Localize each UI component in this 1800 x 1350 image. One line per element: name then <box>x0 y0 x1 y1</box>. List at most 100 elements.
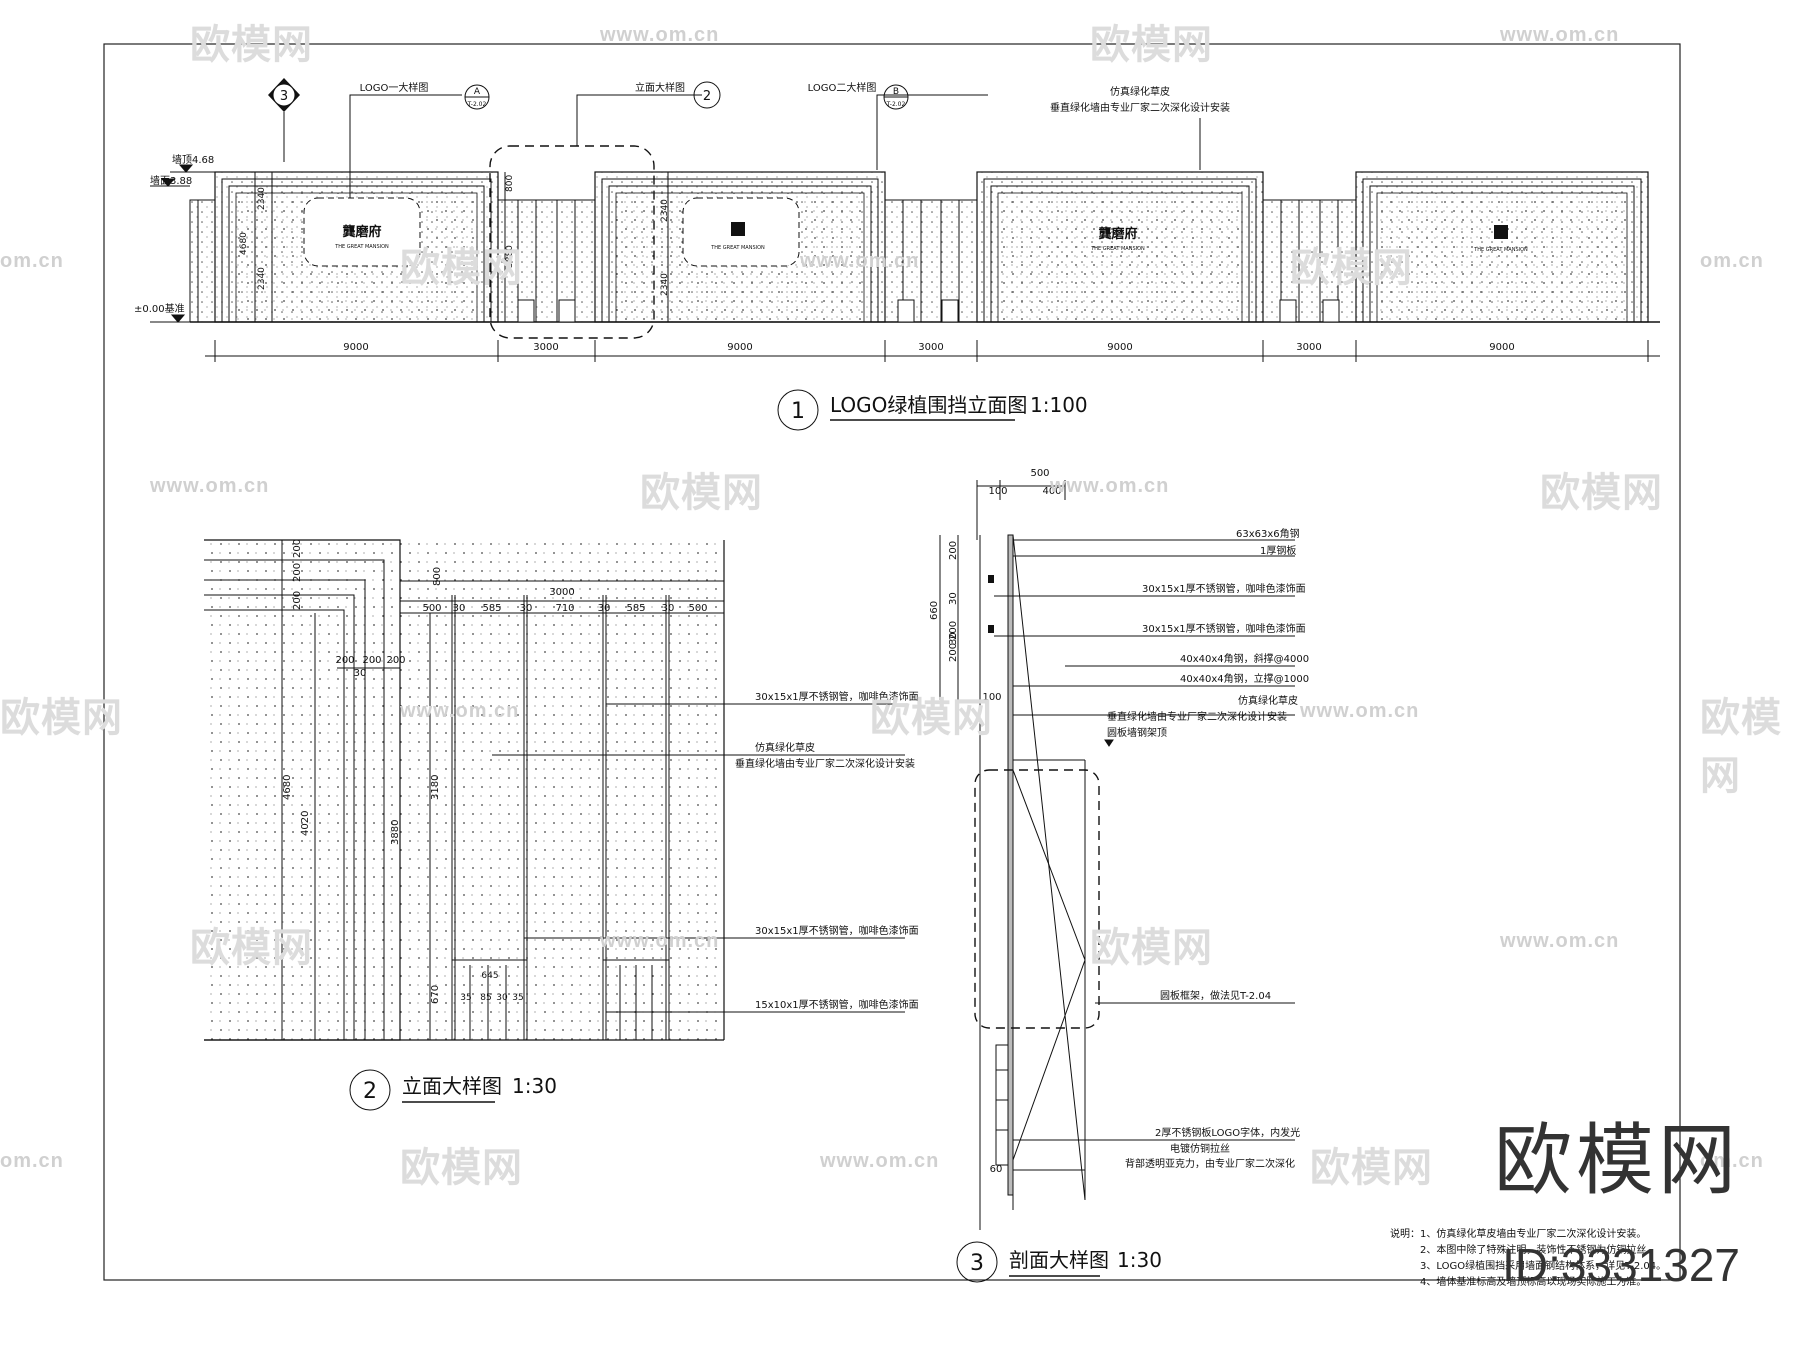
section-note-9: 圆板墙钢架顶 <box>1107 726 1167 739</box>
svg-text:龔磨府: 龔磨府 <box>342 224 381 240</box>
svg-text:585: 585 <box>626 603 645 614</box>
section-note-4: 30x15x1厚不锈钢管，咖啡色漆饰面 <box>1142 622 1306 635</box>
svg-text:100: 100 <box>982 692 1001 703</box>
elev-dim-4680: 4680 <box>239 232 249 255</box>
svg-text:THE GREAT MANSION: THE GREAT MANSION <box>1473 247 1528 253</box>
wall-panel-3: 龔磨府 THE GREAT MANSION <box>976 171 1264 323</box>
drawing-2-title: 立面大样图 <box>402 1074 502 1098</box>
svg-text:2、本图中除了特殊注明，装饰性不锈钢为仿铜拉丝。: 2、本图中除了特殊注明，装饰性不锈钢为仿铜拉丝。 <box>1420 1243 1656 1256</box>
wall-gap-2 <box>884 199 978 323</box>
svg-text:30: 30 <box>520 603 533 614</box>
svg-text:200: 200 <box>948 643 959 662</box>
svg-text:585: 585 <box>482 603 501 614</box>
svg-text:200: 200 <box>292 539 303 558</box>
svg-text:200: 200 <box>948 621 959 640</box>
svg-text:35: 35 <box>512 993 523 1003</box>
wall-panel-4: THE GREAT MANSION <box>1355 171 1649 323</box>
svg-text:500: 500 <box>422 603 441 614</box>
drawing-1-title: LOGO绿植围挡立面图 <box>830 393 1027 417</box>
elev-width-2: 3000 <box>533 342 558 353</box>
drawing-2-scale: 1:30 <box>512 1074 557 1098</box>
svg-text:200: 200 <box>948 541 959 560</box>
svg-text:200: 200 <box>362 655 381 666</box>
callout-logo-a-label: LOGO一大样图 <box>360 81 429 94</box>
elevation-drawing: 龔磨府 THE GREAT MANSION THE GREAT MANSION <box>134 78 1660 431</box>
drawing-1-scale: 1:100 <box>1030 393 1088 417</box>
svg-text:30: 30 <box>598 603 611 614</box>
elev-dim-2340b: 2340 <box>257 267 267 290</box>
callout-elevation-detail-label: 立面大样图 <box>635 81 685 94</box>
brand-name: 欧模网 <box>1493 1116 1740 1206</box>
section-plaque-callout <box>974 769 1100 1029</box>
svg-text:660: 660 <box>929 601 940 620</box>
detail-note-1: 30x15x1厚不锈钢管，咖啡色漆饰面 <box>755 690 919 703</box>
elev-dim-2340c: 2340 <box>660 199 670 222</box>
detail-dim-3880: 3880 <box>390 820 401 845</box>
section-note-7: 仿真绿化草皮 <box>1238 694 1298 707</box>
elev-width-4: 3000 <box>918 342 943 353</box>
detail-dim-3180: 3180 <box>430 775 441 800</box>
wall-gap-3 <box>1262 199 1357 323</box>
svg-text:200: 200 <box>292 563 303 582</box>
green-note-2: 垂直绿化墙由专业厂家二次深化设计安装 <box>1050 101 1230 114</box>
svg-text:2: 2 <box>363 1079 377 1104</box>
detail-top-dimensions <box>399 580 725 613</box>
level-top: 墙顶4.68 <box>172 153 214 166</box>
detail-total-width: 3000 <box>549 587 574 598</box>
detail-note-3: 垂直绿化墙由专业厂家二次深化设计安装 <box>735 757 915 770</box>
svg-text:说明：1、仿真绿化草皮墙由专业厂家二次深化设计安装。: 说明：1、仿真绿化草皮墙由专业厂家二次深化设计安装。 <box>1390 1227 1646 1240</box>
wall-panel-1: 龔磨府 THE GREAT MANSION <box>214 171 499 323</box>
green-note-1: 仿真绿化草皮 <box>1110 85 1170 98</box>
svg-text:30: 30 <box>948 632 959 645</box>
svg-text:30: 30 <box>948 592 959 605</box>
section-note-5: 40x40x4角钢，斜撑@4000 <box>1180 652 1309 665</box>
section-note-8: 垂直绿化墙由专业厂家二次深化设计安装 <box>1107 710 1287 723</box>
logo-plaque-1 <box>303 197 421 267</box>
svg-text:645: 645 <box>481 971 498 981</box>
section-note-13: 背部透明亚克力，由专业厂家二次深化 <box>1125 1157 1295 1170</box>
section-note-10: 圆板框架，做法见T-2.04 <box>1160 989 1271 1002</box>
section-dim-500: 500 <box>1030 468 1049 479</box>
section-note-12: 电镀仿铜拉丝 <box>1170 1142 1230 1155</box>
drawing-3-title: 剖面大样图 <box>1009 1248 1109 1272</box>
svg-text:60: 60 <box>990 1164 1003 1175</box>
callout-logo-b-label: LOGO二大样图 <box>808 81 877 94</box>
logo-text-1: THE GREAT MANSION <box>334 244 389 250</box>
level-zero: ±0.00基准 <box>134 302 185 315</box>
svg-text:200: 200 <box>292 591 303 610</box>
elev-width-1: 9000 <box>343 342 368 353</box>
svg-text:35: 35 <box>460 993 471 1003</box>
svg-text:THE GREAT MANSION: THE GREAT MANSION <box>710 245 765 251</box>
sheet-border <box>103 43 1681 1281</box>
svg-text:85: 85 <box>480 993 491 1003</box>
svg-text:3: 3 <box>970 1251 984 1276</box>
elev-width-6: 3000 <box>1296 342 1321 353</box>
detail-note-4: 30x15x1厚不锈钢管，咖啡色漆饰面 <box>755 924 919 937</box>
svg-text:3、LOGO绿植围挡采用墙面钢结构体系，详见T-2.04。: 3、LOGO绿植围挡采用墙面钢结构体系，详见T-2.04。 <box>1420 1259 1666 1272</box>
elev-width-7: 9000 <box>1489 342 1514 353</box>
brand-id: ID:3331327 <box>1502 1239 1740 1291</box>
elevation-dimension-chain <box>205 340 1660 362</box>
svg-text:200: 200 <box>386 655 405 666</box>
section-detail-drawing: 500 100 400 200 30 200 30 200 660 100 60… <box>929 468 1309 1283</box>
level-marks <box>150 164 215 323</box>
detail-dim-670: 670 <box>430 985 441 1004</box>
svg-text:2: 2 <box>703 89 711 104</box>
svg-text:T-2.02: T-2.02 <box>886 101 906 108</box>
svg-text:30: 30 <box>496 993 508 1003</box>
svg-text:30: 30 <box>453 603 466 614</box>
drawing-3-scale: 1:30 <box>1117 1248 1162 1272</box>
svg-text:200: 200 <box>335 655 354 666</box>
elev-dim-2340a: 2340 <box>257 187 267 210</box>
svg-text:710: 710 <box>555 603 574 614</box>
section-note-2: 1厚钢板 <box>1260 544 1296 557</box>
section-note-6: 40x40x4角钢，立撑@1000 <box>1180 672 1309 685</box>
general-notes: 说明：1、仿真绿化草皮墙由专业厂家二次深化设计安装。 2、本图中除了特殊注明，装… <box>1390 1227 1666 1288</box>
section-note-1: 63x63x6角钢 <box>1236 527 1300 540</box>
detail-note-2: 仿真绿化草皮 <box>755 741 815 754</box>
detail-2-callout-box <box>489 145 655 339</box>
section-dim-400: 400 <box>1042 486 1061 497</box>
detail-dim-800: 800 <box>432 567 443 586</box>
elev-dim-3880: 3880 <box>505 245 515 268</box>
svg-text:3: 3 <box>280 89 288 104</box>
